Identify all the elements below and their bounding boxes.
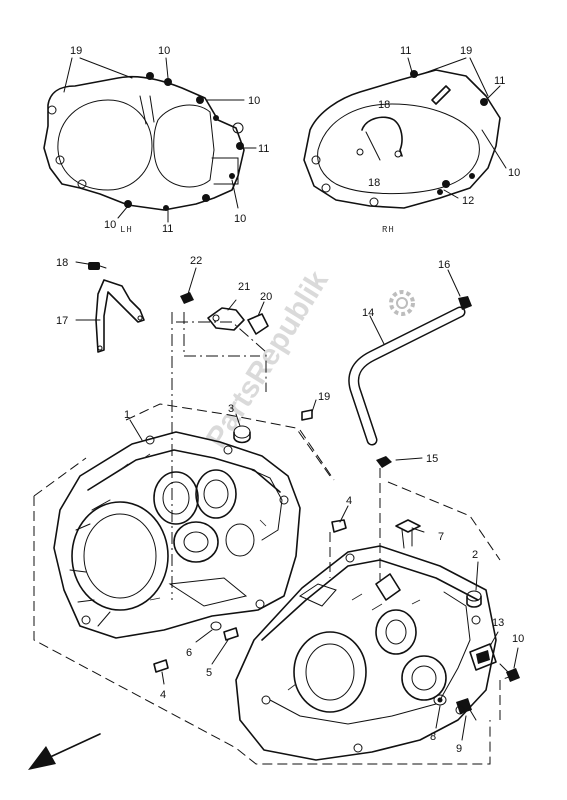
callout-16: 16 [438,259,450,271]
sensor-13 [469,631,499,671]
rh-crankcase-gasket [303,57,507,209]
bolt-10 [499,647,520,682]
o-ring-6 [195,621,222,643]
drain-plug-7 [395,519,425,549]
watermark: PartsRepublik [200,265,415,454]
clamp-16 [447,269,472,310]
callout-6: 6 [186,647,192,659]
dowel-pin-4-upper [331,505,349,533]
callout-8: 8 [430,731,436,743]
callout-19-lh: 19 [70,45,82,57]
lh-crankcase-gasket [43,57,257,223]
rh-side-label: RH [382,225,395,235]
callout-15: 15 [426,453,438,465]
callout-11-lh-bottom: 11 [162,223,173,235]
callout-22: 22 [190,255,202,267]
callout-11-rh-top: 11 [400,45,411,57]
callout-5: 5 [206,667,212,679]
callout-18-rh-bottom: 18 [368,177,380,189]
crankcase-right-half [235,545,497,761]
callout-1: 1 [124,409,130,421]
callout-10-lh-right: 10 [248,95,260,107]
callout-4-upper: 4 [346,495,352,507]
callout-10-rh: 10 [508,167,520,179]
callout-2: 2 [472,549,478,561]
bolt-22 [180,267,197,304]
callout-13: 13 [492,617,504,629]
callout-14: 14 [362,307,374,319]
breather-hose-14 [348,306,466,446]
callout-labels: 19 10 10 11 10 11 10 11 19 11 18 18 10 1… [56,45,524,755]
holder-21 [207,299,245,331]
clamp-15 [376,456,423,468]
callout-9: 9 [456,743,462,755]
gear-watermark-icon [389,290,415,316]
callout-11-lh-right: 11 [258,143,269,155]
callout-12-rh: 12 [462,195,474,207]
lh-side-label: LH [120,225,133,235]
dowel-pin-4-lower [153,659,169,685]
callout-7: 7 [438,531,444,543]
plug-20 [247,301,269,335]
plug-19 [301,399,317,421]
callout-17: 17 [56,315,68,327]
callout-11-rh-right: 11 [494,75,505,87]
crankcase-left-half-1 [53,419,301,639]
bolt-18 [75,261,107,270]
callout-10-lh-bottom: 10 [104,219,116,231]
callout-19: 19 [318,391,330,403]
callout-4-lower: 4 [160,689,166,701]
callout-20: 20 [260,291,272,303]
callout-3: 3 [228,403,234,415]
bracket-17 [75,279,145,353]
front-direction-arrow-icon [28,733,101,770]
assembly-guide-lines [33,312,513,765]
callout-21: 21 [238,281,250,293]
callout-10: 10 [512,633,524,645]
dowel-pin-5 [211,627,239,665]
callout-10-lh-top: 10 [158,45,170,57]
callout-18-rh-top: 18 [378,99,390,111]
oil-seal-3 [233,413,251,444]
callout-18: 18 [56,257,68,269]
callout-10-lh-lower: 10 [234,213,246,225]
callout-19-rh: 19 [460,45,472,57]
